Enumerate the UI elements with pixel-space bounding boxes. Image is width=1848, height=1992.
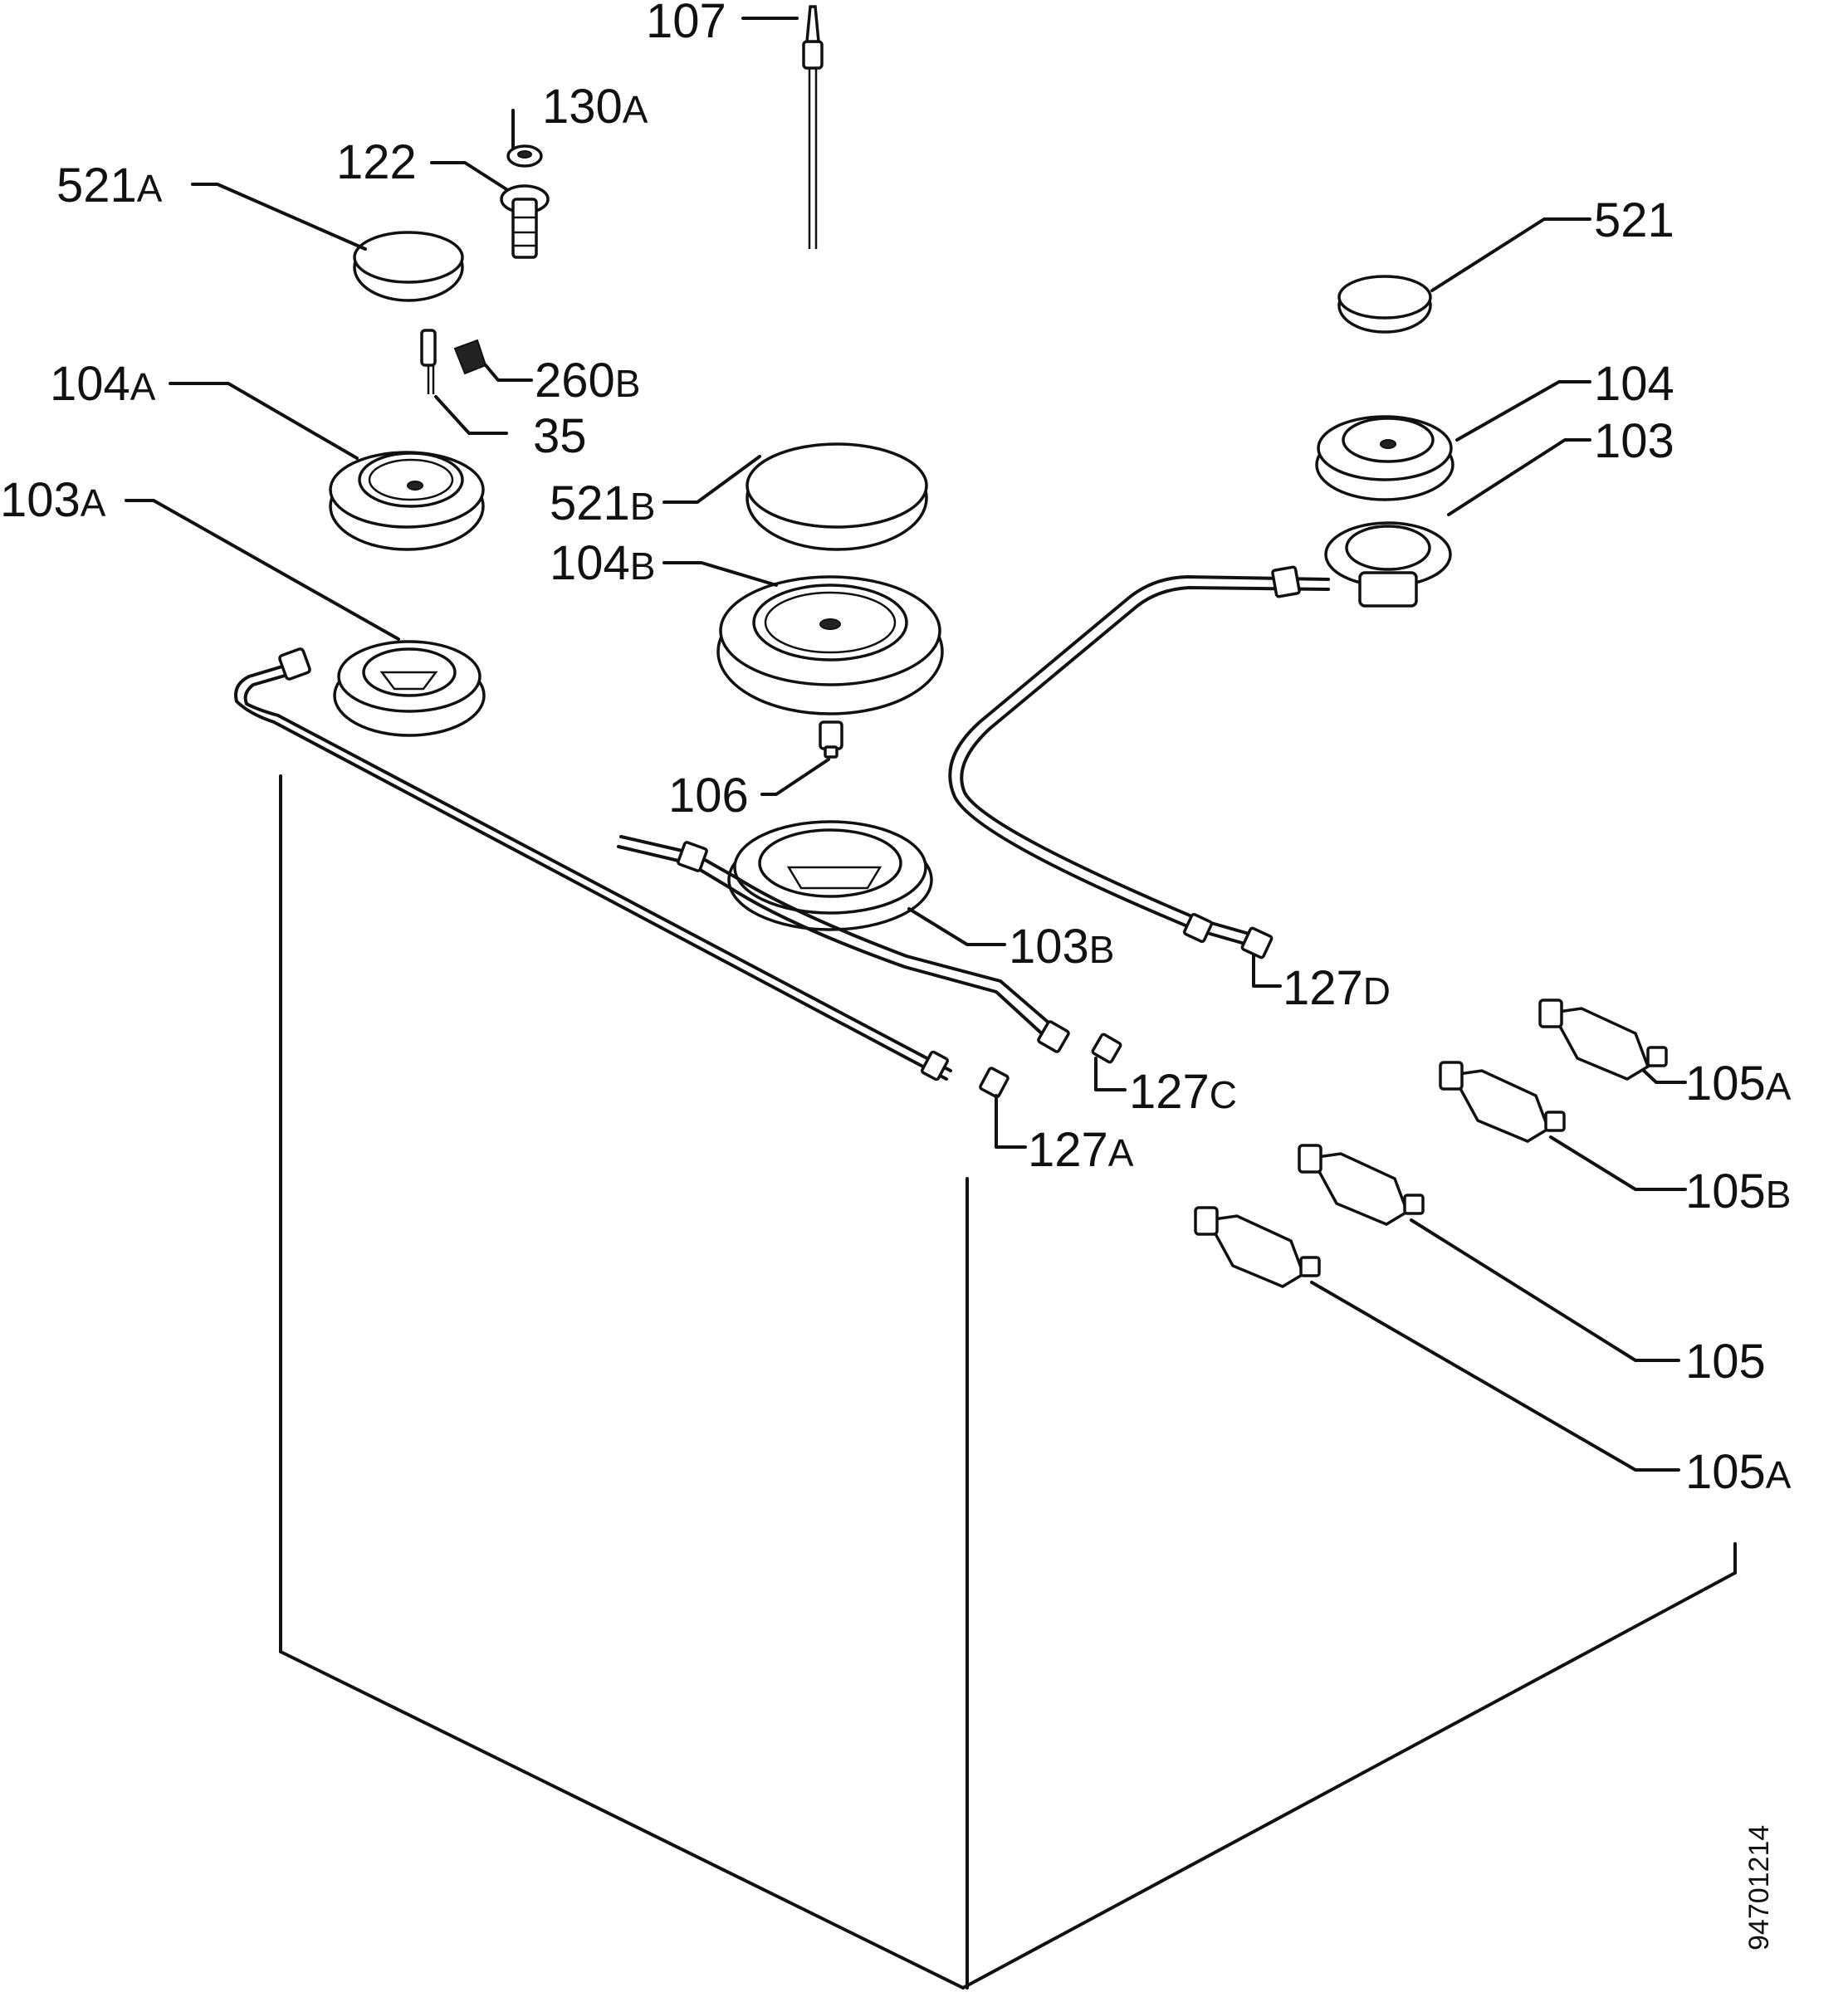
- leader-lines: [125, 17, 1687, 1472]
- gas-tap-105-part: [1298, 1144, 1425, 1226]
- label-127d-suf: D: [1363, 969, 1391, 1013]
- label-103a-num: 103: [0, 473, 81, 527]
- diagram-reference-number: 94701214: [1743, 1825, 1775, 1950]
- label-103b-num: 103: [1009, 920, 1089, 974]
- label-130a-suf: A: [623, 88, 648, 131]
- label-103a-suf: A: [81, 481, 106, 525]
- thermocouple-part: [802, 5, 824, 249]
- label-104a: 104A: [50, 357, 156, 411]
- label-521-num: 521: [1594, 193, 1674, 247]
- cabinet-outline: [279, 774, 1737, 1990]
- label-122: 122: [336, 135, 417, 189]
- electrode-35-part: [420, 329, 437, 394]
- label-127c-suf: C: [1210, 1073, 1237, 1116]
- label-105a-bottom-num: 105: [1685, 1445, 1766, 1499]
- callout-labels: 107 130A 122 521A 521 260B 104A 35 104 1…: [0, 0, 1792, 1499]
- label-103b: 103B: [1009, 920, 1114, 974]
- burner-cap-521-part: [1337, 275, 1432, 334]
- burner-base-103b-part: [727, 820, 933, 931]
- label-521b: 521B: [550, 476, 655, 530]
- label-521a: 521A: [56, 159, 163, 212]
- label-127c-num: 127: [1129, 1065, 1210, 1119]
- label-104: 104: [1594, 357, 1674, 411]
- burner-crown-104-part: [1315, 415, 1454, 501]
- burner-cap-521a-part: [353, 231, 464, 302]
- label-521a-num: 521: [56, 159, 137, 212]
- label-105b: 105B: [1685, 1164, 1791, 1218]
- label-122-num: 122: [336, 135, 417, 189]
- label-127a-num: 127: [1028, 1123, 1108, 1177]
- label-105a-bottom: 105A: [1685, 1445, 1792, 1499]
- label-106: 106: [668, 769, 749, 823]
- label-107-num: 107: [646, 0, 726, 48]
- label-105a-top-suf: A: [1766, 1065, 1792, 1108]
- label-104b-suf: B: [630, 544, 656, 588]
- clip-260b-part: [453, 339, 487, 375]
- label-260b-num: 260: [535, 354, 615, 408]
- label-127c: 127C: [1129, 1065, 1237, 1119]
- label-104b-num: 104: [550, 536, 630, 590]
- label-130a-num: 130: [542, 80, 623, 134]
- label-105a-top-num: 105: [1685, 1057, 1766, 1111]
- label-103b-suf: B: [1089, 928, 1115, 971]
- burner-crown-104b-part: [716, 575, 944, 715]
- label-260b-suf: B: [615, 362, 641, 405]
- gas-tap-105a-top-part: [1538, 998, 1668, 1081]
- label-105b-suf: B: [1766, 1173, 1792, 1216]
- label-105a-top: 105A: [1685, 1057, 1792, 1111]
- label-521b-suf: B: [630, 485, 656, 528]
- label-127d: 127D: [1283, 961, 1391, 1015]
- label-104b: 104B: [550, 536, 655, 590]
- burner-crown-104a-part: [329, 451, 485, 551]
- gas-tap-105a-bottom-part: [1194, 1206, 1321, 1288]
- label-35: 35: [533, 409, 587, 463]
- burner-base-103-part: [1324, 521, 1452, 608]
- gas-tap-105b-part: [1439, 1061, 1566, 1143]
- label-105a-bottom-suf: A: [1766, 1453, 1792, 1496]
- injector-holder-122-part: [500, 184, 550, 259]
- label-106-num: 106: [668, 769, 749, 823]
- label-35-num: 35: [533, 409, 587, 463]
- burner-cap-521b-part: [746, 442, 928, 551]
- burner-base-103a-part: [333, 640, 486, 737]
- label-130a: 130A: [542, 80, 648, 134]
- label-127a-suf: A: [1108, 1131, 1134, 1174]
- label-521: 521: [1594, 193, 1674, 247]
- label-105-num: 105: [1685, 1335, 1766, 1389]
- label-107: 107: [646, 0, 726, 48]
- gas-pipe-127d-part: [948, 565, 1330, 959]
- label-521b-num: 521: [550, 476, 630, 530]
- label-104a-num: 104: [50, 357, 130, 411]
- label-105b-num: 105: [1685, 1164, 1766, 1218]
- gas-pipe-127a-part: [234, 647, 1010, 1099]
- label-103a: 103A: [0, 473, 106, 527]
- label-260b: 260B: [535, 354, 640, 408]
- label-103: 103: [1594, 414, 1674, 468]
- injector-106-part: [819, 720, 843, 759]
- injector-130a-part: [506, 144, 543, 168]
- label-521a-suf: A: [137, 167, 163, 210]
- gas-pipe-127c-part: [617, 835, 1122, 1064]
- label-127d-num: 127: [1283, 961, 1363, 1015]
- label-104a-suf: A: [130, 365, 156, 408]
- label-127a: 127A: [1028, 1123, 1134, 1177]
- label-103-num: 103: [1594, 414, 1674, 468]
- label-104-num: 104: [1594, 357, 1674, 411]
- label-105: 105: [1685, 1335, 1766, 1389]
